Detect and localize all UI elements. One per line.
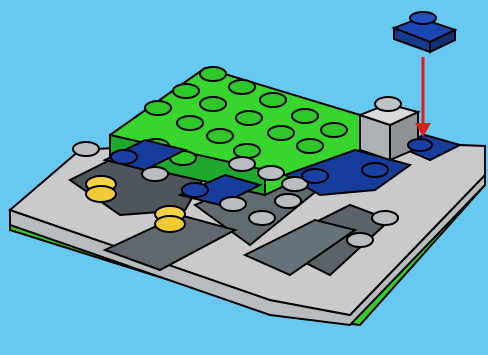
single-blue-brick-icon <box>394 12 455 52</box>
down-arrow-icon <box>415 57 431 137</box>
tall-gray-brick-stud <box>375 97 401 111</box>
